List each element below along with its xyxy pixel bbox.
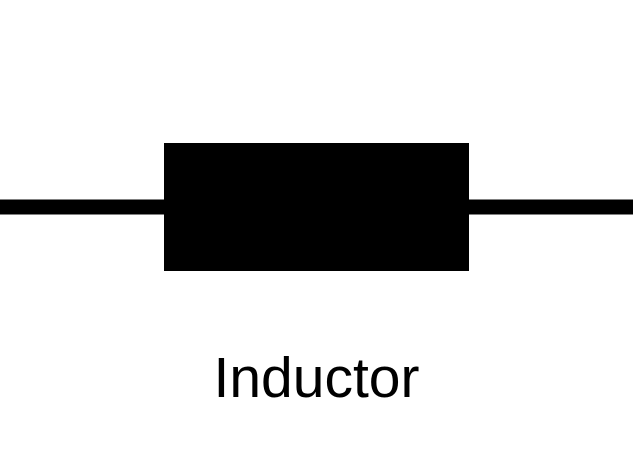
inductor-body — [164, 143, 469, 271]
component-label: Inductor — [213, 346, 420, 410]
